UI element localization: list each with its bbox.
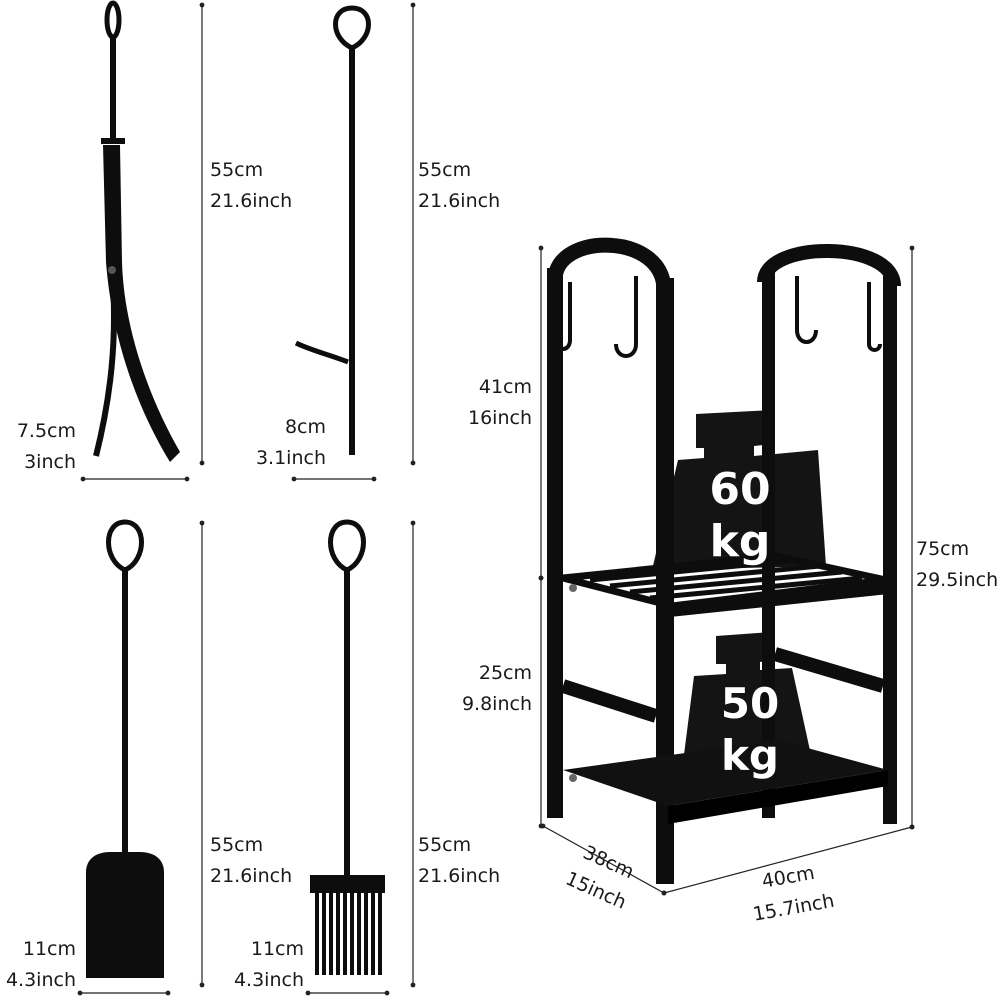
tongs-width-label: 7.5cm 3inch — [16, 420, 76, 473]
rack-upper-height-label: 41cm 16inch — [468, 376, 532, 429]
log-rack — [547, 237, 901, 884]
fireplace-brush — [310, 519, 385, 975]
rack-dimension-lines — [538, 245, 915, 896]
tool-dimension-lines — [77, 2, 416, 996]
weight-60kg-graphic — [652, 410, 826, 570]
upper-load-unit: kg — [709, 516, 771, 567]
rack-total-height-label: 75cm 29.5inch — [916, 538, 999, 591]
lower-load-unit: kg — [721, 731, 779, 780]
fireplace-tongs — [93, 0, 180, 462]
poker-width-label: 8cm 3.1inch — [255, 416, 326, 469]
rack-lower-height-label: 25cm 9.8inch — [461, 662, 532, 715]
shovel-width-label: 11cm 4.3inch — [5, 938, 76, 991]
brush-height-label: 55cm 21.6inch — [418, 834, 501, 887]
shovel-height-label: 55cm 21.6inch — [210, 834, 293, 887]
tongs-height-label: 55cm 21.6inch — [210, 159, 293, 212]
fireplace-poker — [294, 5, 371, 455]
fireplace-shovel — [86, 519, 164, 978]
poker-height-label: 55cm 21.6inch — [418, 159, 501, 212]
lower-load-label: 50 kg — [702, 678, 798, 782]
lower-load-value: 50 — [720, 679, 780, 728]
brush-width-label: 11cm 4.3inch — [233, 938, 304, 991]
upper-load-label: 60 kg — [692, 464, 788, 568]
upper-load-value: 60 — [709, 464, 771, 515]
